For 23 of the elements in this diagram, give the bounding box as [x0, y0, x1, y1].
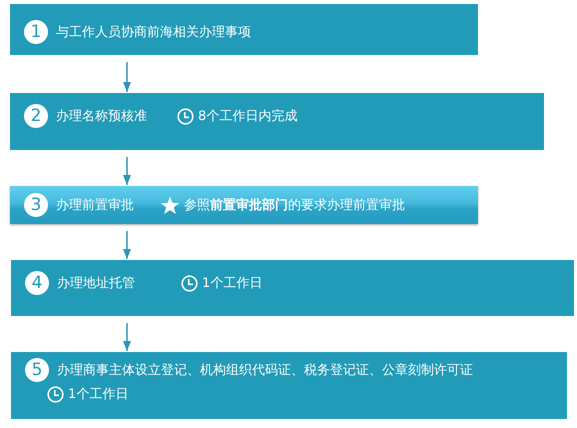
step-box: [10, 186, 478, 224]
duration-text: 1个工作日: [202, 275, 262, 292]
step-text: 办理名称预核准: [56, 108, 147, 125]
note-text: 参照前置审批部门的要求办理前置审批: [184, 196, 405, 214]
step-text: 办理前置审批: [56, 197, 134, 214]
arrow: [123, 62, 131, 92]
step-text: 办理商事主体设立登记、机构组织代码证、税务登记证、公章刻制许可证: [57, 362, 473, 379]
step-box: [11, 352, 567, 419]
step-text: 办理地址托管: [57, 275, 135, 292]
step-box: [10, 4, 478, 55]
duration-text: 1个工作日: [68, 386, 128, 403]
duration-text: 8个工作日内完成: [198, 108, 298, 125]
step-number: 4: [25, 271, 49, 295]
step-number: 3: [24, 193, 48, 217]
step-box: [10, 93, 544, 150]
step-number: 2: [24, 104, 48, 128]
step-number: 1: [24, 20, 48, 44]
arrow: [123, 231, 131, 259]
step-text: 与工作人员协商前海相关办理事项: [56, 24, 251, 41]
arrow: [123, 323, 131, 351]
arrow: [123, 157, 131, 185]
step-number: 5: [25, 358, 49, 382]
step-box: [11, 260, 574, 316]
